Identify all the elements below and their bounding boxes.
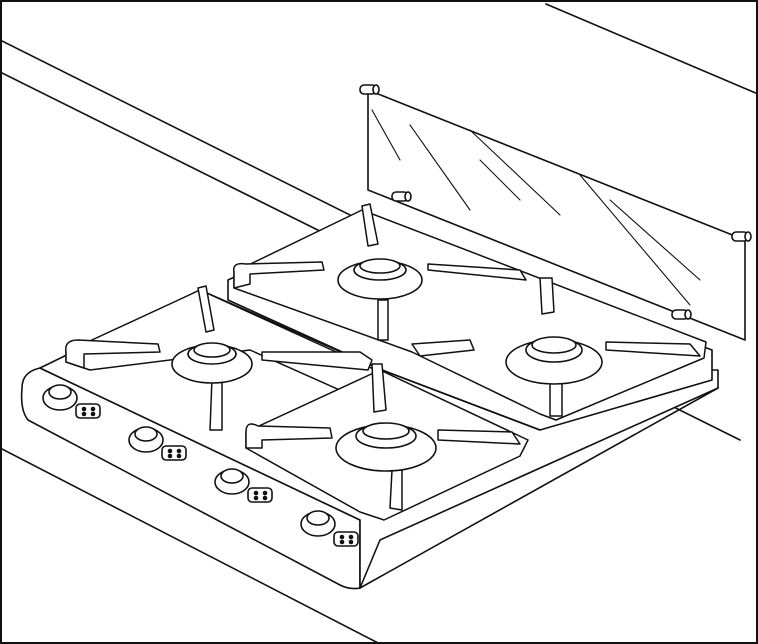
grate-finger bbox=[437, 429, 521, 445]
burner-indicator-icon bbox=[247, 487, 273, 503]
grate-finger bbox=[377, 299, 389, 341]
grate-finger bbox=[65, 339, 161, 369]
glass-panel bbox=[359, 84, 752, 341]
support-bolt-icon bbox=[391, 191, 412, 202]
support-bolt-icon bbox=[731, 231, 752, 242]
knob-icon[interactable] bbox=[42, 384, 78, 411]
burner-indicator-icon bbox=[161, 445, 187, 461]
grate-finger bbox=[427, 263, 527, 281]
burner-front-right bbox=[505, 336, 603, 385]
grate-finger bbox=[261, 351, 373, 371]
glass-reflection bbox=[409, 124, 471, 211]
grate-finger bbox=[361, 203, 379, 247]
grate-finger bbox=[209, 377, 223, 431]
grate-finger bbox=[371, 363, 387, 413]
grate-finger bbox=[539, 277, 555, 315]
burner-indicator-icon bbox=[333, 531, 359, 547]
countertop-side-edge bbox=[0, 447, 381, 644]
knob-icon[interactable] bbox=[128, 426, 164, 453]
grate-finger bbox=[605, 341, 701, 357]
grate-finger bbox=[245, 423, 333, 449]
glass-reflection bbox=[469, 129, 561, 216]
burner-indicator-icon bbox=[75, 403, 101, 419]
grate-finger bbox=[411, 339, 475, 357]
support-bolt-icon bbox=[359, 84, 380, 95]
hob-front-right-edge bbox=[359, 387, 719, 589]
glass-reflection bbox=[609, 199, 701, 281]
support-bolt-icon bbox=[671, 309, 692, 320]
glass-reflection bbox=[371, 109, 401, 161]
burner-rear-left bbox=[171, 342, 253, 384]
knob-icon[interactable] bbox=[214, 468, 250, 495]
glass-reflection bbox=[579, 174, 691, 306]
wall-edge-top bbox=[545, 3, 758, 95]
grate-finger bbox=[197, 285, 215, 333]
control-strip bbox=[20, 367, 361, 590]
glass-panel-face bbox=[367, 89, 746, 341]
burner-front-center bbox=[335, 422, 437, 472]
glass-reflection bbox=[479, 159, 521, 201]
burner-rear-right bbox=[337, 258, 423, 300]
hob-divider bbox=[381, 369, 541, 431]
grate-finger bbox=[389, 469, 403, 511]
grate-finger bbox=[233, 261, 325, 289]
knob-icon[interactable] bbox=[300, 510, 336, 537]
